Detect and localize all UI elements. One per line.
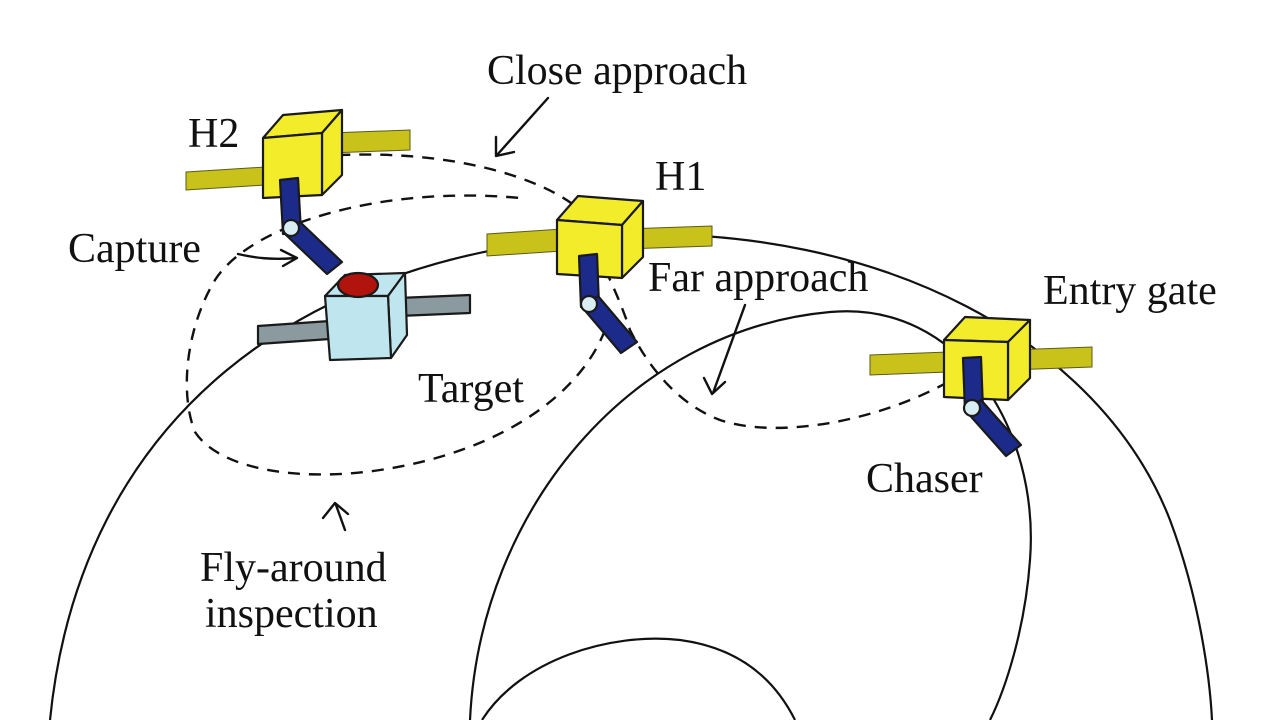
fly-around-arrow: [321, 501, 350, 532]
label-h1: H1: [655, 154, 706, 200]
solar-panel: [486, 228, 563, 257]
close-approach-arrow: [494, 96, 550, 158]
solar-panel: [256, 319, 332, 346]
label-entry-gate: Entry gate: [1043, 268, 1217, 314]
chaser-spacecraft-entry-gate: [869, 315, 1093, 458]
capture-arrow: [236, 248, 299, 268]
close-approach-path: [339, 153, 589, 219]
arm-joint: [579, 294, 599, 314]
label-far-approach: Far approach: [648, 255, 868, 301]
solar-panel: [396, 293, 472, 318]
docking-marker: [336, 271, 380, 299]
far-approach-arrow: [702, 303, 747, 396]
arm-joint: [962, 398, 982, 418]
label-close-approach: Close approach: [487, 48, 747, 94]
chaser-spacecraft-h1: [486, 194, 713, 355]
target-spacecraft: [256, 271, 472, 362]
transfer-orbit: [468, 310, 1032, 720]
arm-joint: [281, 218, 301, 238]
target-orbit: [48, 233, 1214, 720]
inner-orbit: [481, 637, 796, 720]
far-approach-path: [598, 257, 949, 430]
label-h2: H2: [188, 111, 239, 157]
solar-panel: [185, 166, 266, 191]
solar-panel: [869, 351, 949, 376]
label-inspection: inspection: [205, 591, 378, 637]
label-chaser: Chaser: [866, 456, 983, 502]
label-capture: Capture: [68, 226, 201, 272]
label-fly-around: Fly-around: [200, 545, 387, 591]
chaser-spacecraft-h2: [185, 108, 411, 276]
label-target: Target: [418, 366, 524, 412]
